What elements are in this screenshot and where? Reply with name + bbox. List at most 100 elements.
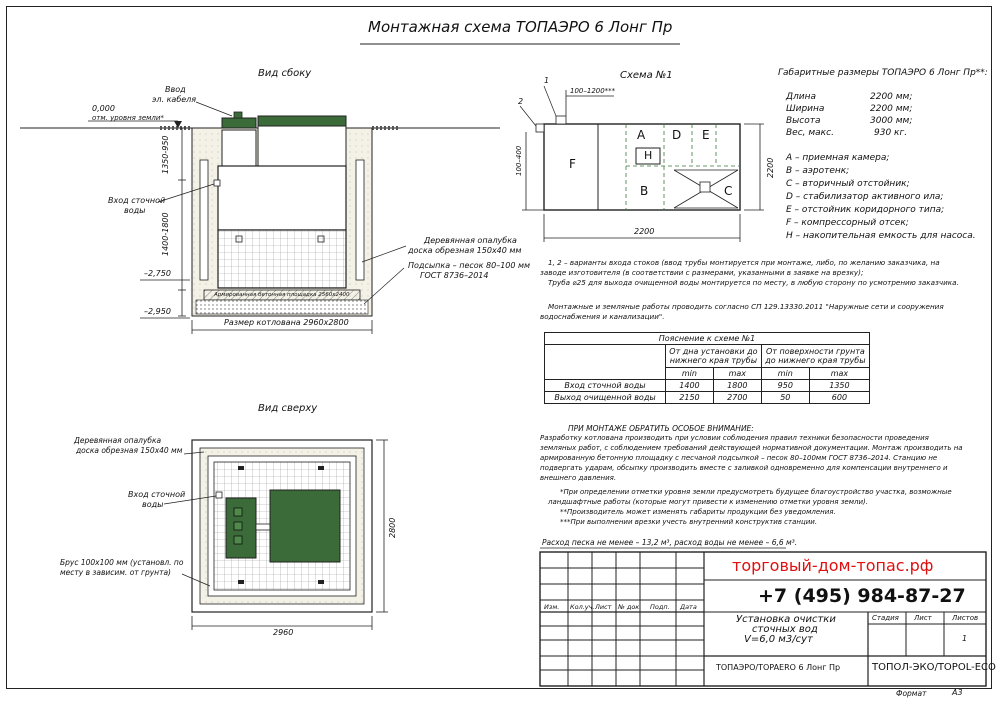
description-line: Установка очистки (736, 614, 836, 625)
brand-name: ТОПОЛ-ЭКО/TOPOL-ECO (872, 662, 996, 673)
dim-middle: 1400-1800 (161, 212, 170, 256)
dim-value-length: 2200 мм; (870, 92, 913, 102)
stage-header: Листов (952, 614, 979, 622)
dim-label-weight: Вес, макс. (786, 128, 834, 138)
stamp-header: Кол.уч. (570, 603, 595, 611)
zone-d: D (672, 128, 682, 142)
scheme-drawing (519, 85, 764, 242)
sheets-count: 1 (962, 634, 968, 643)
side-view-drawing (20, 101, 500, 334)
scheme-dim-left: 100–400 (515, 145, 523, 176)
cell: 2700 (712, 391, 762, 404)
dimensions-heading: Габаритные размеры ТОПАЭРО 6 Лонг Пр**: (778, 68, 988, 78)
cell: 1800 (712, 379, 762, 392)
table-row: Выход очищенной воды 2150 2700 50 600 (544, 391, 871, 404)
inlet-label-1: Вход сточной (108, 196, 166, 205)
stamp-grid (539, 551, 987, 687)
top-inlet-label-1: Вход сточной (128, 490, 186, 499)
note-line: заводе изготовителя (в соответствии с ра… (540, 268, 864, 277)
explain-table-title: Пояснение к схеме №1 (544, 332, 870, 345)
attention-line: Разработку котлована производить при усл… (540, 434, 929, 442)
explain-col1-header: От дна установки до нижнего края трубы (665, 344, 762, 368)
top-view-drawing (163, 439, 388, 630)
legend-item: Н – накопительная емкость для насоса. (786, 231, 976, 241)
explain-col1-line: нижнего края трубы (669, 356, 758, 365)
footnote-line: ландшафтные работы (которые могут привес… (548, 498, 868, 506)
sub-header: min (665, 367, 714, 380)
top-dim-height: 2800 (388, 517, 397, 538)
stamp-header: Дата (680, 603, 697, 611)
scheme-num-2: 2 (518, 97, 524, 106)
cell: 600 (808, 391, 871, 404)
legend-item: D – стабилизатор активного ила; (786, 192, 944, 202)
footnote-line: *При определении отметки уровня земли пр… (560, 488, 952, 496)
ground-level-value: 0,000 (92, 104, 115, 113)
note-line: водоснабжения и канализации". (540, 312, 665, 321)
note-line: Труба ⌀25 для выхода очищенной воды монт… (548, 278, 959, 287)
stamp-header: № док. (618, 603, 642, 611)
stage-header: Лист (914, 614, 932, 622)
legend-item: А – приемная камера; (786, 153, 890, 163)
stage-header: Стадия (872, 614, 899, 622)
attention-line: внешнего давления. (540, 474, 617, 482)
attention-line: подвергать ударам, обсыпку производить в… (540, 464, 948, 472)
slab-label: Армированная бетонная площадка 2560х2400 (214, 292, 350, 298)
scheme-caption: Схема №1 (620, 70, 673, 81)
formwork-label-1: Деревянная опалубка (424, 236, 517, 245)
cell: 2150 (665, 391, 714, 404)
explain-col2-line: От поверхности грунта (765, 347, 865, 356)
stamp-header: Подп. (650, 603, 670, 611)
footnote-line: **Производитель может изменять габариты … (560, 508, 836, 516)
bedding-label-2: ГОСТ 8736–2014 (420, 271, 489, 280)
zone-e: E (702, 128, 710, 142)
formwork-label-2: доска обрезная 150х40 мм (408, 246, 522, 255)
footnote-line: ***При выполнении врезки учесть внутренн… (560, 518, 818, 526)
website-link[interactable]: торговый-дом-топас.рф (732, 556, 934, 575)
format-label: Формат (896, 689, 927, 698)
stamp-header: Изм. (544, 603, 560, 611)
level-2750: –2,750 (144, 269, 171, 278)
beam-label-1: Брус 100х100 мм (установл. по (60, 558, 184, 567)
legend-item: Е – отстойник коридорного типа; (786, 205, 945, 215)
cell: 50 (760, 391, 810, 404)
zone-c: C (724, 184, 733, 198)
pit-size: Размер котлована 2960х2800 (224, 318, 349, 327)
cable-input-label-2: эл. кабеля (152, 95, 197, 104)
note-line: Монтажные и земляные работы проводить со… (548, 302, 944, 311)
row-label: Выход очищенной воды (544, 391, 666, 404)
drawing-frame (6, 6, 992, 689)
dim-value-width: 2200 мм; (870, 104, 913, 114)
zone-b: B (640, 184, 649, 198)
ground-level-label: отм. уровня земли* (92, 114, 164, 122)
scheme-dim-bottom: 2200 (634, 227, 655, 236)
explain-table-blank (544, 344, 666, 380)
zone-f: F (569, 157, 576, 171)
page-title: Монтажная схема ТОПАЭРО 6 Лонг Пр (368, 18, 673, 36)
scheme-dim-pipe: 100–1200*** (570, 87, 616, 95)
cell: 1350 (808, 379, 871, 392)
cell: 1400 (665, 379, 714, 392)
description-line: сточных вод (752, 624, 818, 635)
scheme-dim-right: 2200 (766, 157, 775, 178)
dim-label-width: Ширина (786, 104, 825, 114)
scheme-num-1: 1 (544, 76, 550, 85)
legend-item: С – вторичный отстойник; (786, 179, 910, 189)
explain-col2-line: до нижнего края трубы (765, 356, 866, 365)
attention-line: армированную бетонную площадку с песчано… (540, 454, 938, 462)
cell: 950 (760, 379, 810, 392)
format-value: А3 (952, 688, 963, 697)
consumption-note: Расход песка не менее – 13,2 м³, расход … (542, 538, 798, 547)
bedding-label-1: Подсыпка – песок 80–100 мм (408, 261, 531, 270)
zone-a: A (637, 128, 646, 142)
phone-number[interactable]: +7 (495) 984-87-27 (758, 585, 966, 607)
zone-h: H (644, 149, 653, 162)
model-name: ТОПАЭРО/TOPAERO 6 Лонг Пр (716, 663, 841, 672)
cable-input-label-1: Ввод (165, 85, 186, 94)
top-formwork-label-1: Деревянная опалубка (74, 436, 162, 445)
top-formwork-label-2: доска обрезная 150х40 мм (76, 446, 183, 455)
dim-label-height: Высота (786, 116, 821, 126)
description-line: V=6,0 м3/сут (744, 634, 813, 645)
top-dim-width: 2960 (273, 628, 294, 637)
attention-heading: ПРИ МОНТАЖЕ ОБРАТИТЬ ОСОБОЕ ВНИМАНИЕ: (568, 424, 754, 433)
